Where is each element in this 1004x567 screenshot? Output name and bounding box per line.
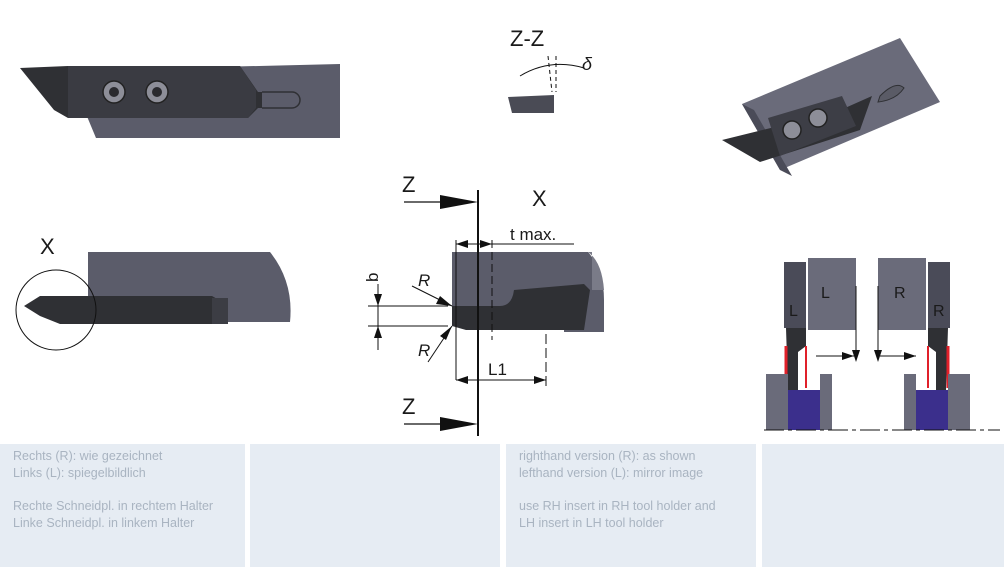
lr-orientation-view: L L R R — [764, 258, 1000, 431]
footer-panel-empty-1 — [250, 444, 500, 567]
delta-label: δ — [582, 54, 593, 74]
de-line-4: Linke Schneidpl. in linkem Halter — [13, 515, 195, 530]
right-holder-outer-label: R — [933, 303, 945, 320]
radius-top-label: R — [418, 271, 430, 290]
holder-detail-view: X — [15, 234, 291, 351]
b-label: b — [363, 273, 382, 282]
de-line-1: Rechts (R): wie gezeichnet — [13, 449, 163, 463]
radius-bottom-label: R — [418, 341, 430, 360]
technical-drawing: Z-Z δ X — [15, 26, 1000, 436]
t-max-label: t max. — [510, 225, 556, 244]
left-holder-outer-label: L — [789, 303, 798, 320]
de-line-3: Rechte Schneidpl. in rechtem Halter — [13, 499, 214, 513]
footer-panel-en: righthand version (R): as shown lefthand… — [506, 444, 756, 567]
detail-x-title: X — [532, 186, 547, 211]
section-zz-view: Z-Z δ — [508, 26, 593, 113]
left-holder-inner-label: L — [821, 285, 830, 302]
de-line-2: Links (L): spiegelbildlich — [13, 465, 146, 480]
section-zz-label: Z-Z — [510, 26, 544, 51]
footer-panels: Rechts (R): wie gezeichnet Links (L): sp… — [0, 444, 1004, 567]
en-line-3: use RH insert in RH tool holder and — [519, 499, 716, 513]
en-line-1: righthand version (R): as shown — [519, 449, 696, 463]
en-line-2: lefthand version (L): mirror image — [519, 465, 704, 480]
footer-panel-empty-2 — [762, 444, 1004, 567]
l1-label: L1 — [488, 360, 507, 379]
detail-x-dimension-view: Z Z X t max. b R R L1 — [363, 172, 604, 436]
en-line-4: LH insert in LH tool holder — [519, 515, 664, 530]
section-z-bottom: Z — [402, 394, 415, 419]
holder-3d-view — [722, 38, 940, 176]
footer-panel-de: Rechts (R): wie gezeichnet Links (L): sp… — [0, 444, 245, 567]
holder-side-view — [20, 64, 340, 138]
right-holder-inner-label: R — [894, 285, 906, 302]
detail-x-marker: X — [40, 234, 55, 259]
section-z-top: Z — [402, 172, 415, 197]
